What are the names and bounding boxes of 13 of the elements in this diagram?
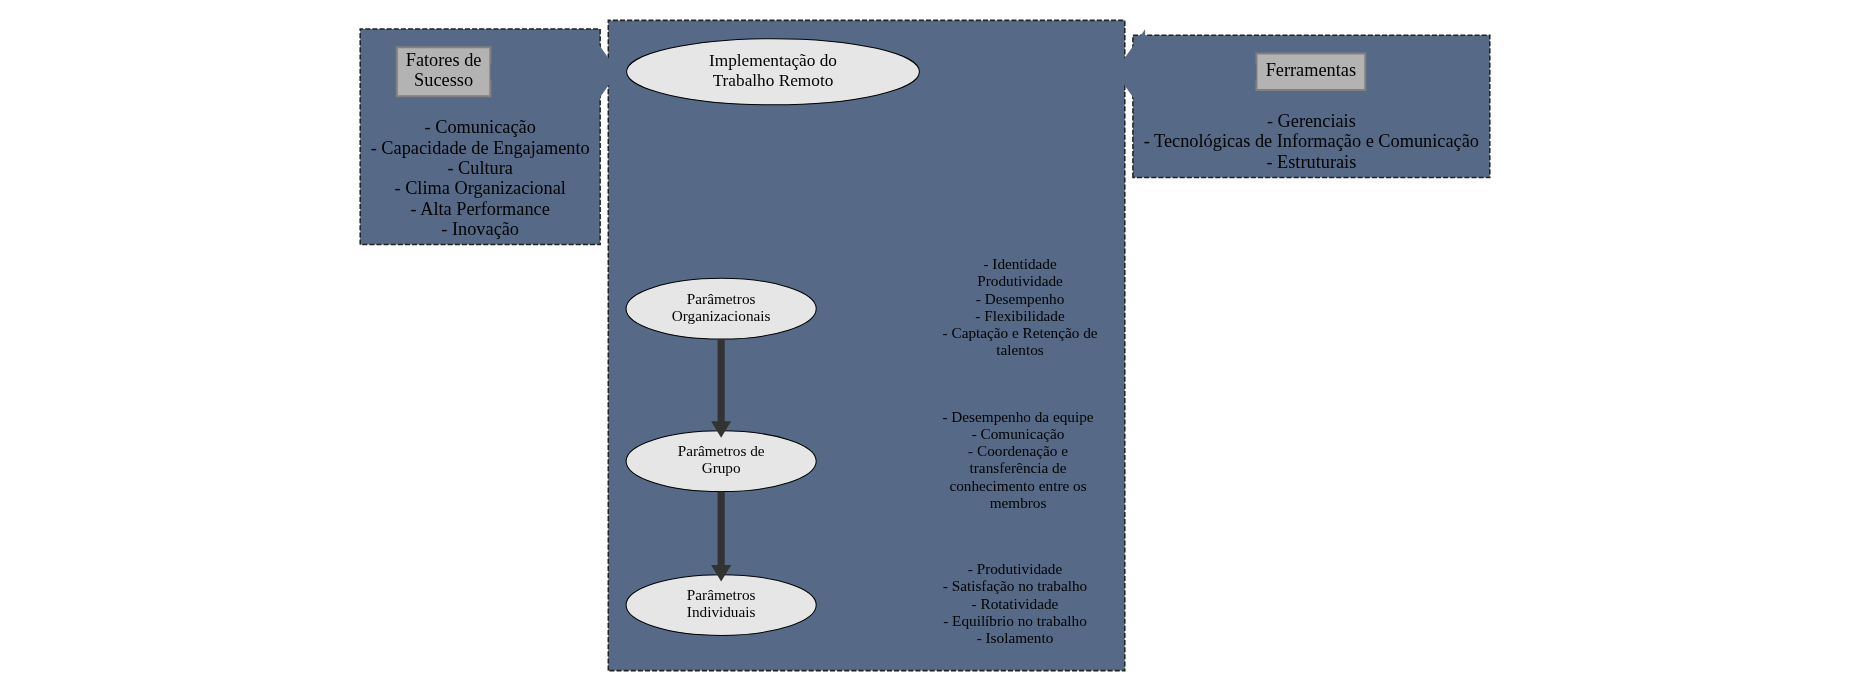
node-label: - Desempenho da equipe [942,407,1094,425]
node-label: - Captação e Retenção de talentos [942,324,1098,359]
node-label: - Satisfação no trabalho [942,577,1088,595]
node-label: Produtividade [977,272,1063,290]
node-label: - Isolamento [976,629,1054,647]
node-label: - Rotatividade [971,594,1059,612]
node-label: - Desempenho [975,289,1065,307]
node-label: - Identidade [983,255,1057,273]
node-label: - Flexibilidade [975,306,1065,324]
node-label: - Comunicação [971,424,1065,442]
node-label: - Coordenação e transferência de conhecimento entre os membros [949,442,1087,511]
node-label: - Equilíbrio no trabalho [943,611,1087,629]
node-label: - Produtividade [967,560,1063,578]
